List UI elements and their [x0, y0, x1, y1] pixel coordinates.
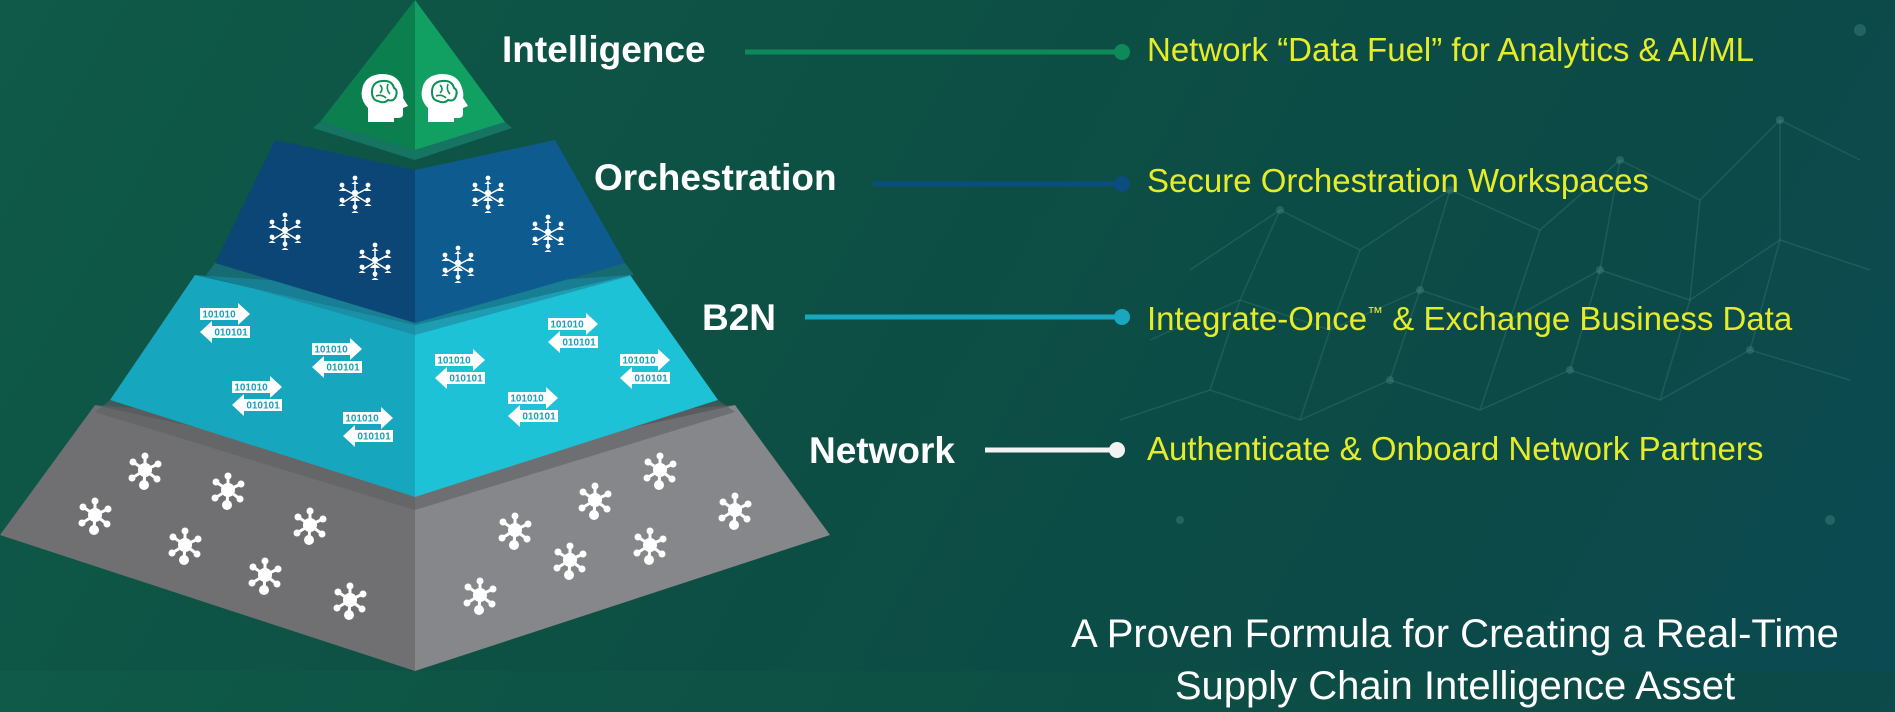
orchestration-description: Secure Orchestration Workspaces	[1147, 162, 1649, 199]
trademark-symbol: ™	[1367, 305, 1384, 322]
orchestration-connector	[873, 176, 1130, 192]
orchestration-tier	[215, 140, 625, 323]
background-network-graphic	[1119, 24, 1871, 525]
pyramid-diagram: 101010 010101	[0, 0, 830, 671]
intelligence-tier	[320, 0, 505, 150]
network-description: Authenticate & Onboard Network Partners	[1147, 430, 1764, 467]
b2n-description-start: Integrate-Once	[1147, 300, 1368, 337]
b2n-description: Integrate-Once™ & Exchange Business Data	[1147, 292, 1792, 340]
intelligence-description: Network “Data Fuel” for Analytics & AI/M…	[1147, 31, 1755, 68]
tagline: A Proven Formula for Creating a Real-Tim…	[1071, 612, 1839, 708]
b2n-connector	[805, 309, 1130, 325]
orchestration-label: Orchestration	[594, 157, 837, 198]
b2n-description-end: & Exchange Business Data	[1383, 300, 1793, 337]
intelligence-connector	[745, 44, 1130, 60]
intelligence-label: Intelligence	[502, 29, 706, 70]
network-label: Network	[809, 430, 955, 471]
connector-lines	[745, 44, 1130, 458]
network-connector	[985, 442, 1125, 458]
b2n-label: B2N	[702, 297, 777, 338]
